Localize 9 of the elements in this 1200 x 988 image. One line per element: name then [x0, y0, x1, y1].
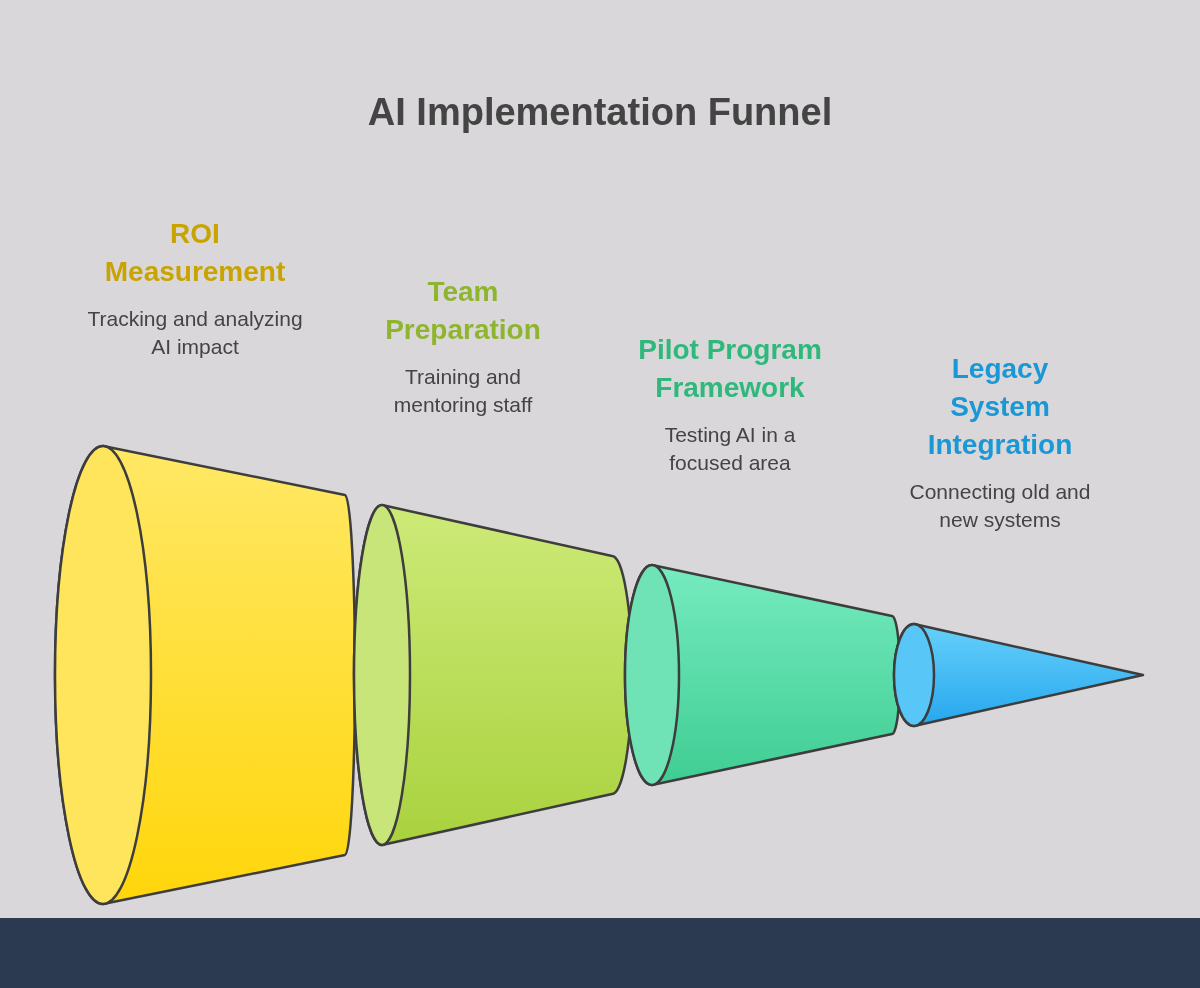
stage-description: Connecting old and new systems	[908, 479, 1092, 533]
stage-heading: Team Preparation	[384, 275, 542, 347]
stage-heading: Pilot Program Framework	[637, 333, 823, 405]
stage-description: Training and mentoring staff	[392, 364, 534, 418]
stage-description: Tracking and analyzing AI impact	[86, 306, 304, 360]
title: AI Implementation Funnel	[366, 90, 834, 135]
stage-description: Testing AI in a focused area	[663, 422, 797, 476]
stage-heading: ROI Measurement	[103, 217, 287, 289]
stage-heading: Legacy System Integration	[926, 352, 1074, 462]
